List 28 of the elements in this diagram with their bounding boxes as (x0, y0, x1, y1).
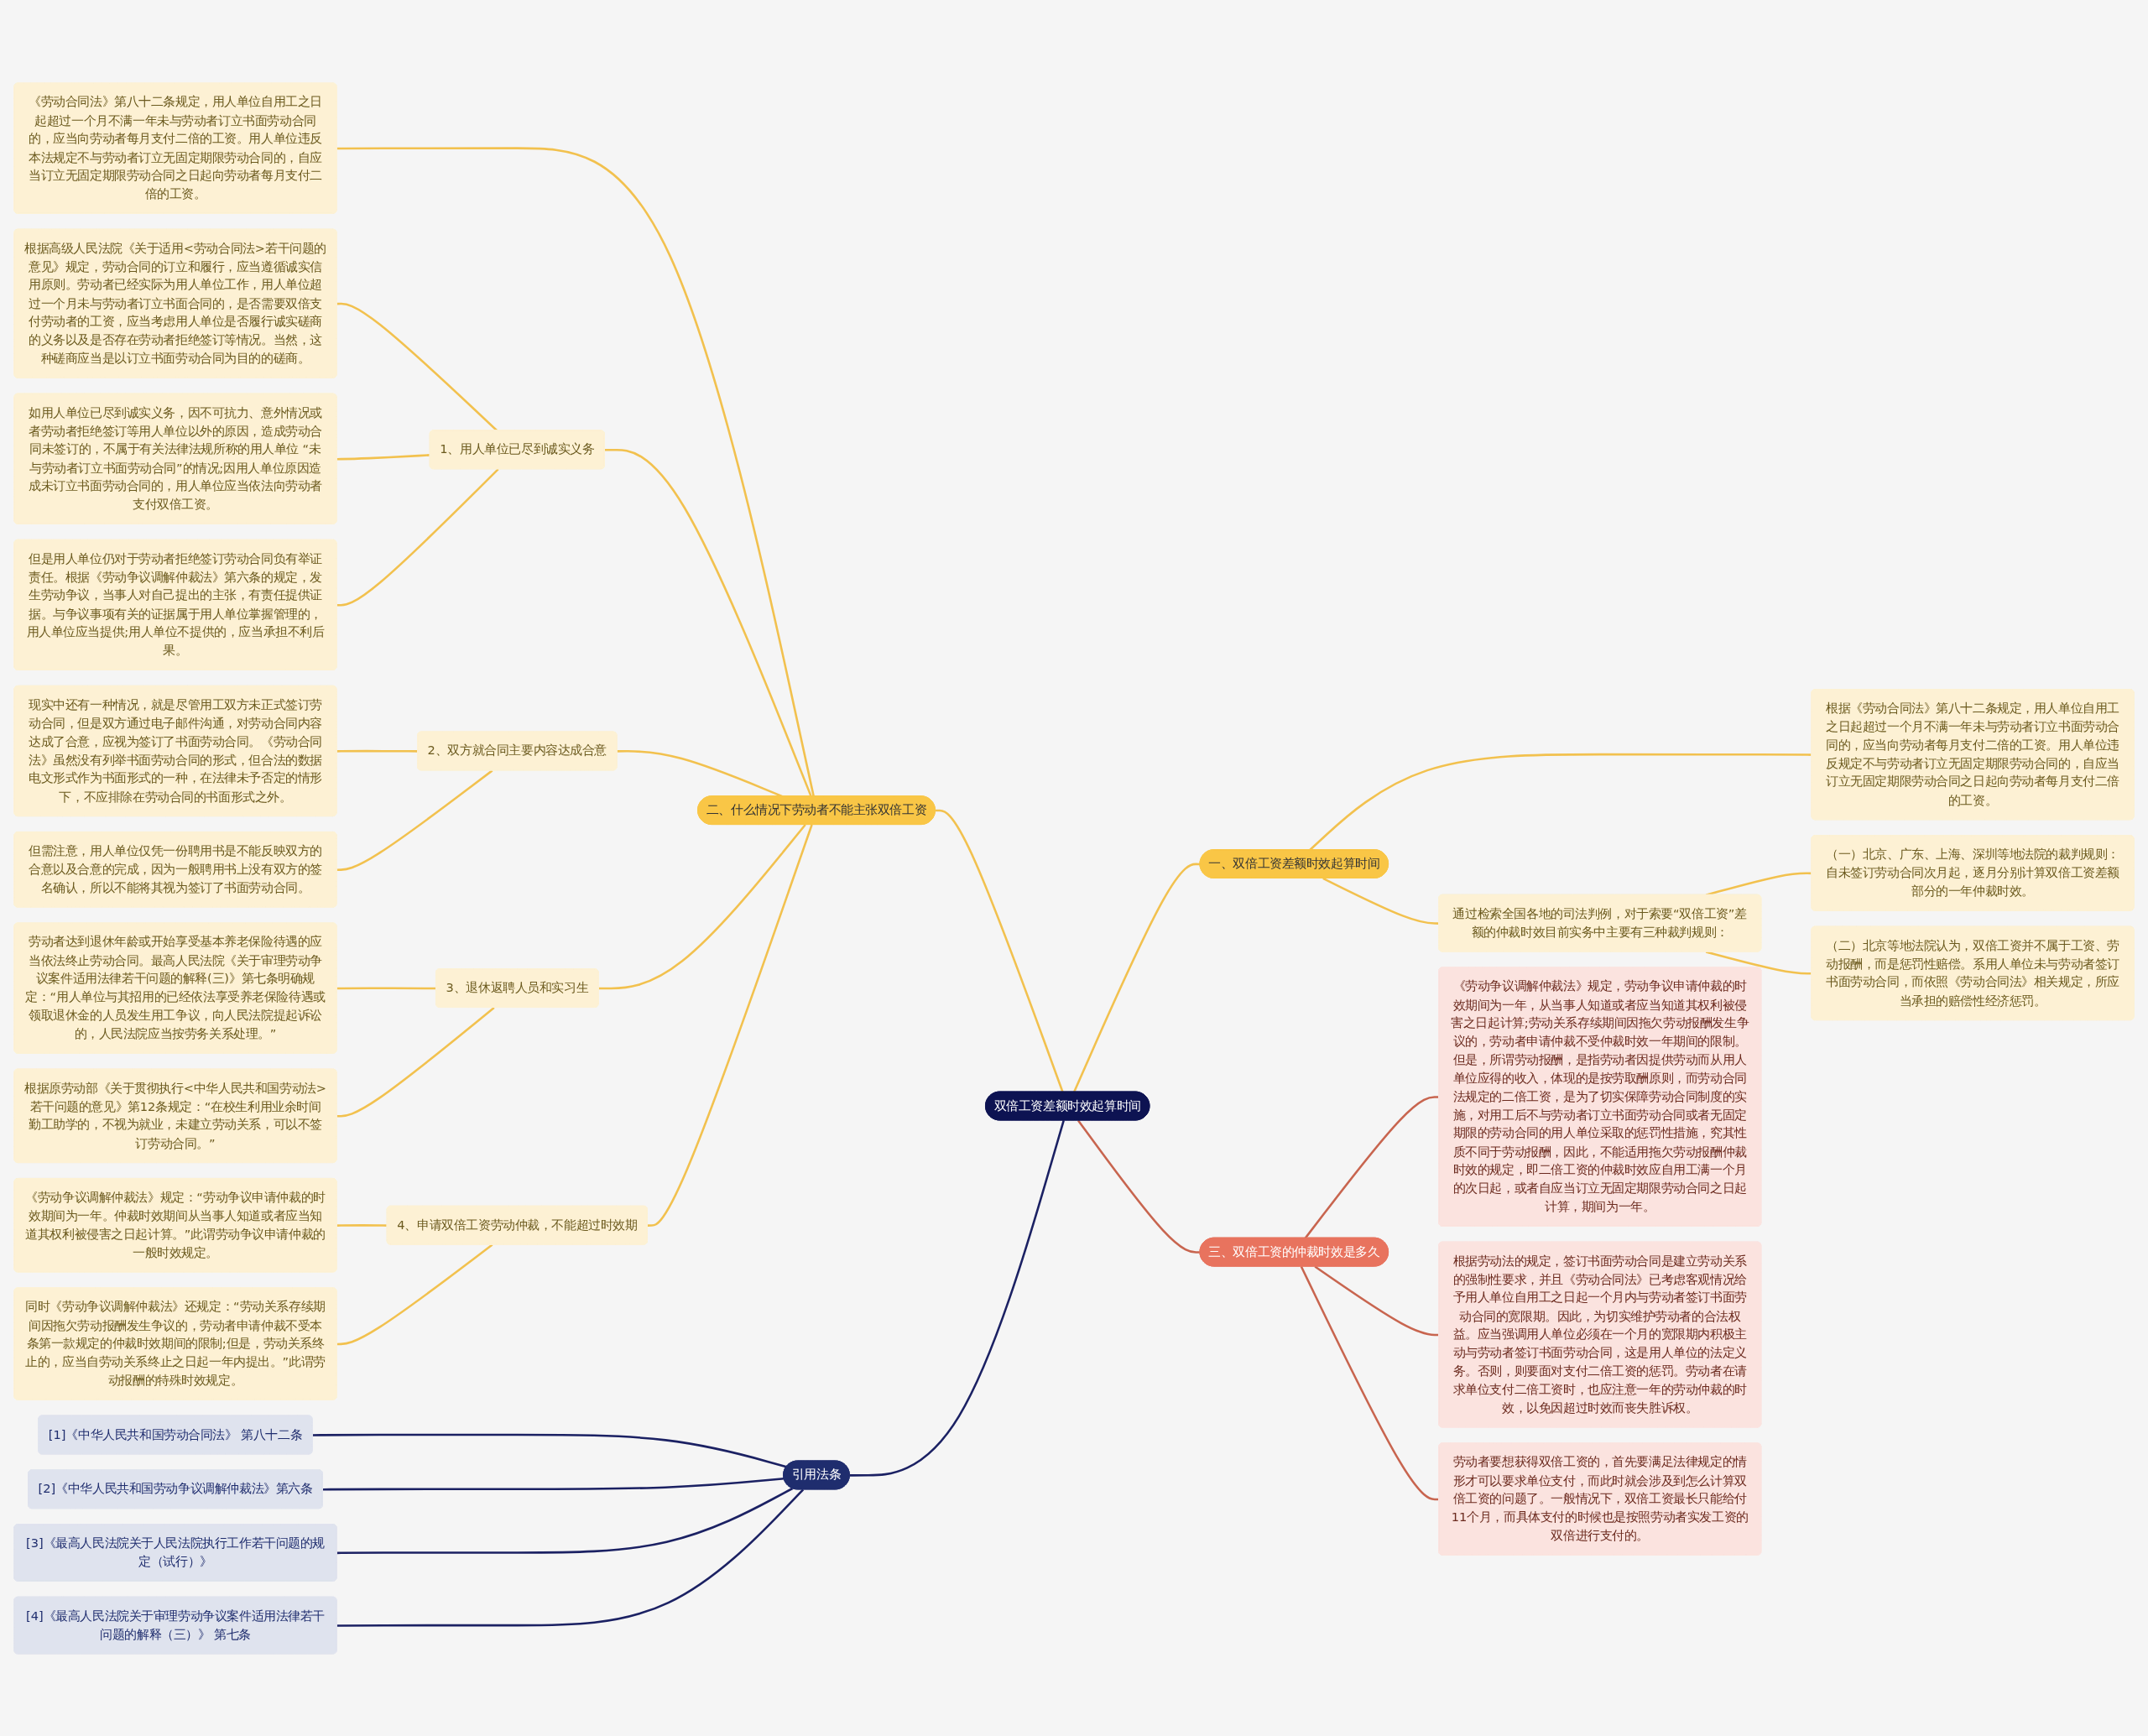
connector (604, 448, 812, 797)
connector (336, 1487, 794, 1554)
connector (1309, 753, 1812, 851)
connector (1304, 1095, 1440, 1238)
connector (336, 1006, 495, 1118)
connector (336, 1243, 493, 1345)
connector (336, 302, 498, 431)
connector (1314, 1264, 1440, 1336)
connector (336, 453, 430, 460)
connector (617, 749, 783, 797)
connector (1072, 863, 1201, 1092)
connector (336, 1488, 805, 1627)
connector (1322, 877, 1440, 925)
connector (336, 467, 499, 607)
connector (336, 986, 436, 989)
connector (598, 823, 806, 989)
connector (312, 1433, 787, 1468)
connector (322, 1477, 785, 1490)
connector (1705, 950, 1812, 975)
connector (1300, 1265, 1440, 1500)
connector (849, 1119, 1065, 1477)
connector (336, 749, 419, 753)
connector (1077, 1119, 1201, 1254)
connector (336, 769, 493, 871)
connector (647, 824, 813, 1227)
connector (336, 1223, 388, 1227)
connector (935, 809, 1064, 1092)
connector (336, 146, 815, 796)
